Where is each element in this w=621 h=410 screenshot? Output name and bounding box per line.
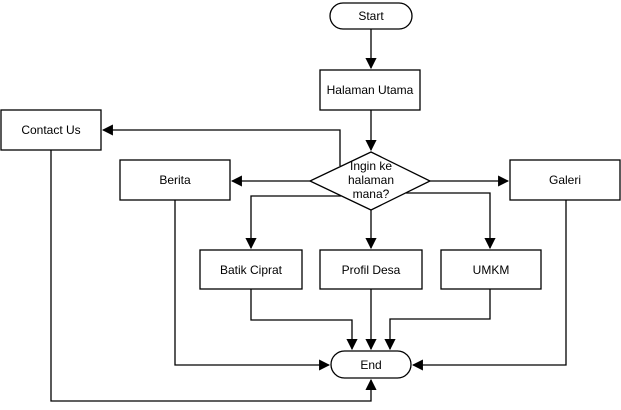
edge-decision-to-batik-ciprat (245, 195, 341, 250)
node-halaman-utama: Halaman Utama (319, 69, 421, 111)
start-terminator-shape (329, 2, 413, 30)
edge-batik-ciprat-to-end (250, 289, 358, 351)
start-label: Start (358, 9, 384, 23)
edge-contact-us-to-end (50, 150, 377, 402)
halaman-utama-label: Halaman Utama (327, 83, 414, 97)
batik-ciprat-process-shape (199, 249, 303, 290)
berita-label: Berita (159, 173, 191, 187)
node-batik-ciprat: Batik Ciprat (199, 249, 303, 290)
node-contact-us: Contact Us (0, 109, 102, 151)
edge-umkm-to-end (384, 289, 491, 351)
node-umkm: UMKM (440, 249, 542, 290)
profil-desa-process-shape (319, 249, 423, 290)
batik-ciprat-label: Batik Ciprat (220, 263, 283, 277)
contact-us-process-shape (0, 109, 102, 151)
end-terminator-shape (330, 350, 412, 379)
galeri-process-shape (509, 159, 621, 201)
node-profil-desa: Profil Desa (319, 249, 423, 290)
umkm-process-shape (440, 249, 542, 290)
profil-desa-label: Profil Desa (342, 263, 401, 277)
end-label: End (360, 358, 381, 372)
edge-decision-to-contact-us (101, 124, 341, 166)
contact-us-label: Contact Us (21, 123, 80, 137)
edge-berita-to-end (174, 200, 331, 371)
node-start: Start (329, 2, 413, 30)
node-end: End (330, 350, 412, 379)
halaman-utama-process-shape (319, 69, 421, 111)
galeri-label: Galeri (549, 173, 581, 187)
edge-decision-to-umkm (406, 192, 496, 250)
edge-galeri-to-end (411, 200, 567, 371)
berita-process-shape (119, 159, 231, 201)
umkm-label: UMKM (473, 263, 510, 277)
node-galeri: Galeri (509, 159, 621, 201)
decision-diamond-shape (308, 151, 432, 211)
node-berita: Berita (119, 159, 231, 201)
